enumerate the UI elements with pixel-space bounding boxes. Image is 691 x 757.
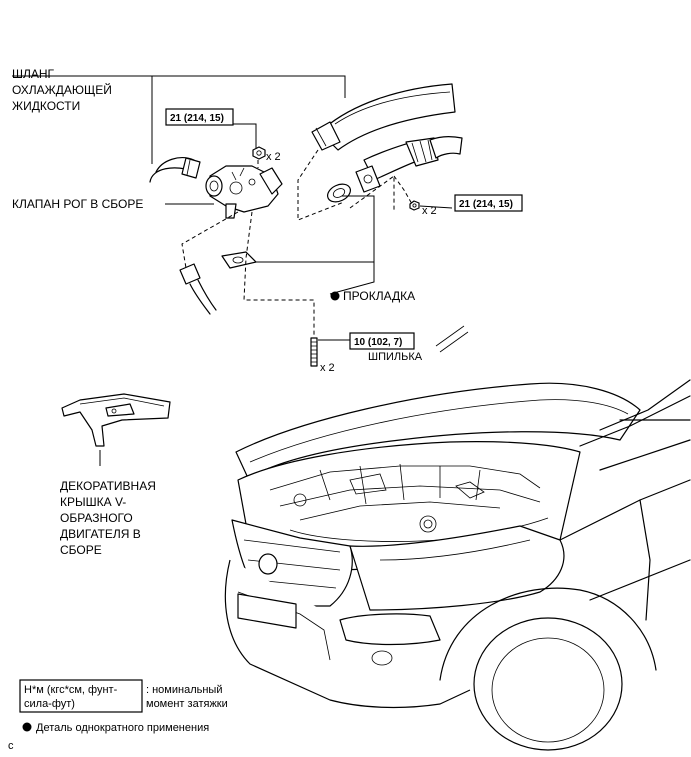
stud-label: ШПИЛЬКА bbox=[368, 351, 423, 363]
legend-torque-box bbox=[19, 679, 143, 713]
torque-box-nut-right: 21 (214, 15) bbox=[454, 194, 523, 212]
legend: Н*м (кгс*см, фунт- сила-фут) : номинальн… bbox=[19, 679, 228, 734]
hose-label-line-2: ОХЛАЖДАЮЩЕЙ bbox=[12, 82, 112, 97]
leader-lines bbox=[12, 75, 453, 466]
cover-label-line-3: ОБРАЗНОГО bbox=[60, 511, 133, 525]
qty-nut-top: x 2 bbox=[266, 151, 281, 163]
coolant-hose-upper-right bbox=[311, 83, 456, 151]
hose-label-line-1: ШЛАНГ bbox=[12, 67, 55, 81]
vehicle-illustration bbox=[224, 379, 691, 751]
legend-torque-text-line-2: момент затяжки bbox=[146, 698, 228, 710]
cover-label: ДЕКОРАТИВНАЯ КРЫШКА V- ОБРАЗНОГО ДВИГАТЕ… bbox=[60, 479, 156, 557]
torque-value-stud: 10 (102, 7) bbox=[354, 337, 402, 348]
assembly-lines bbox=[181, 149, 413, 336]
break-marks bbox=[435, 325, 469, 353]
torque-box-stud: 10 (102, 7) bbox=[349, 332, 415, 350]
stud bbox=[310, 337, 318, 367]
cover-label-line-5: СБОРЕ bbox=[60, 543, 102, 557]
torque-box-nut-top: 21 (214, 15) bbox=[165, 108, 234, 126]
hose-label: ШЛАНГ ОХЛАЖДАЮЩЕЙ ЖИДКОСТИ bbox=[12, 67, 112, 113]
qty-stud: x 2 bbox=[320, 362, 335, 374]
non-reusable-mark-icon bbox=[330, 291, 340, 301]
gasket-label: ПРОКЛАДКА bbox=[330, 289, 415, 303]
legend-non-reusable-icon bbox=[22, 722, 32, 732]
coolant-hose-left bbox=[149, 157, 201, 183]
corner-mark: c bbox=[8, 740, 14, 752]
gasket-upper bbox=[327, 183, 351, 203]
cover-label-line-2: КРЫШКА V- bbox=[60, 495, 126, 509]
torque-value-nut-right: 21 (214, 15) bbox=[459, 199, 513, 210]
torque-value-nut-top: 21 (214, 15) bbox=[170, 113, 224, 124]
ventilation-pipe bbox=[355, 136, 463, 193]
cover-label-line-1: ДЕКОРАТИВНАЯ bbox=[60, 479, 156, 493]
hose-label-line-3: ЖИДКОСТИ bbox=[12, 99, 80, 113]
gasket-lower bbox=[221, 251, 257, 269]
legend-torque-text-line-1: : номинальный bbox=[146, 684, 222, 696]
engine-cover bbox=[61, 393, 171, 447]
valve-label: КЛАПАН РОГ В СБОРЕ bbox=[12, 197, 143, 211]
legend-torque-box-line-1: Н*м (кгс*см, фунт- bbox=[24, 684, 118, 696]
qty-nut-right: x 2 bbox=[422, 205, 437, 217]
legend-torque-box-line-2: сила-фут) bbox=[24, 698, 75, 710]
cover-label-line-4: ДВИГАТЕЛЯ В bbox=[60, 527, 141, 541]
legend-non-reusable-text: Деталь однократного применения bbox=[36, 722, 209, 734]
nut-top bbox=[252, 146, 266, 160]
nut-right bbox=[409, 200, 420, 211]
gasket-label-text: ПРОКЛАДКА bbox=[343, 289, 415, 303]
vacuum-hose-connector bbox=[179, 263, 217, 315]
pcv-valve-assembly bbox=[205, 165, 283, 219]
